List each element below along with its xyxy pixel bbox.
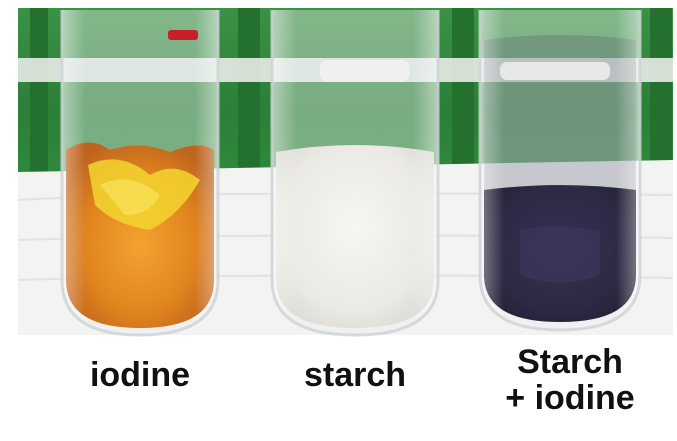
rack-bar xyxy=(30,8,48,178)
caption-line: iodine xyxy=(89,356,191,394)
rack-bar xyxy=(238,8,260,178)
rack-bar xyxy=(650,8,672,178)
tube-starch xyxy=(270,10,440,337)
tube-starch-iodine xyxy=(478,10,642,332)
caption-line: Starch xyxy=(517,343,623,381)
caption-starch-iodine: Starch + iodine xyxy=(470,343,670,417)
caption-starch: starch xyxy=(265,356,445,394)
caption-line: starch xyxy=(303,356,407,394)
rack-bar xyxy=(452,8,474,178)
caption-iodine: iodine xyxy=(45,356,235,394)
tube-iodine xyxy=(60,10,220,337)
caption-line: + iodine xyxy=(505,378,635,417)
